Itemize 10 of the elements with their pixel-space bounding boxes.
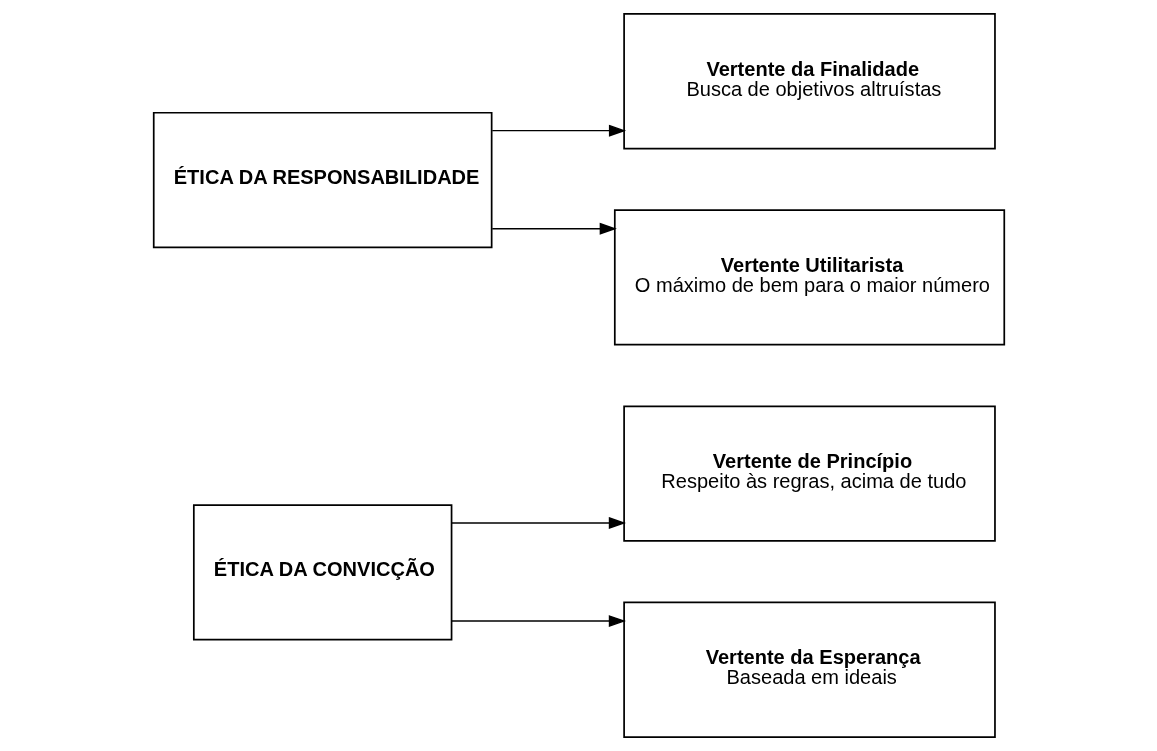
node-box: Vertente de Princípio Respeito às regras, acima de tudo [622,405,996,542]
node-box: ÉTICA DA RESPONSABILIDADE [152,111,492,249]
arrow [450,615,626,628]
arrow [491,124,626,137]
node-box: Vertente da Esperança Baseada em ideais [622,601,996,738]
node-box: Vertente da Finalidade Busca de objetivos altruístas [622,13,996,150]
arrow [450,516,626,529]
node-box: Vertente Utilitarista O máximo de bem para o maior número [613,209,1005,346]
node-box: ÉTICA DA CONVICÇÃO [192,504,452,641]
arrow [491,222,617,235]
